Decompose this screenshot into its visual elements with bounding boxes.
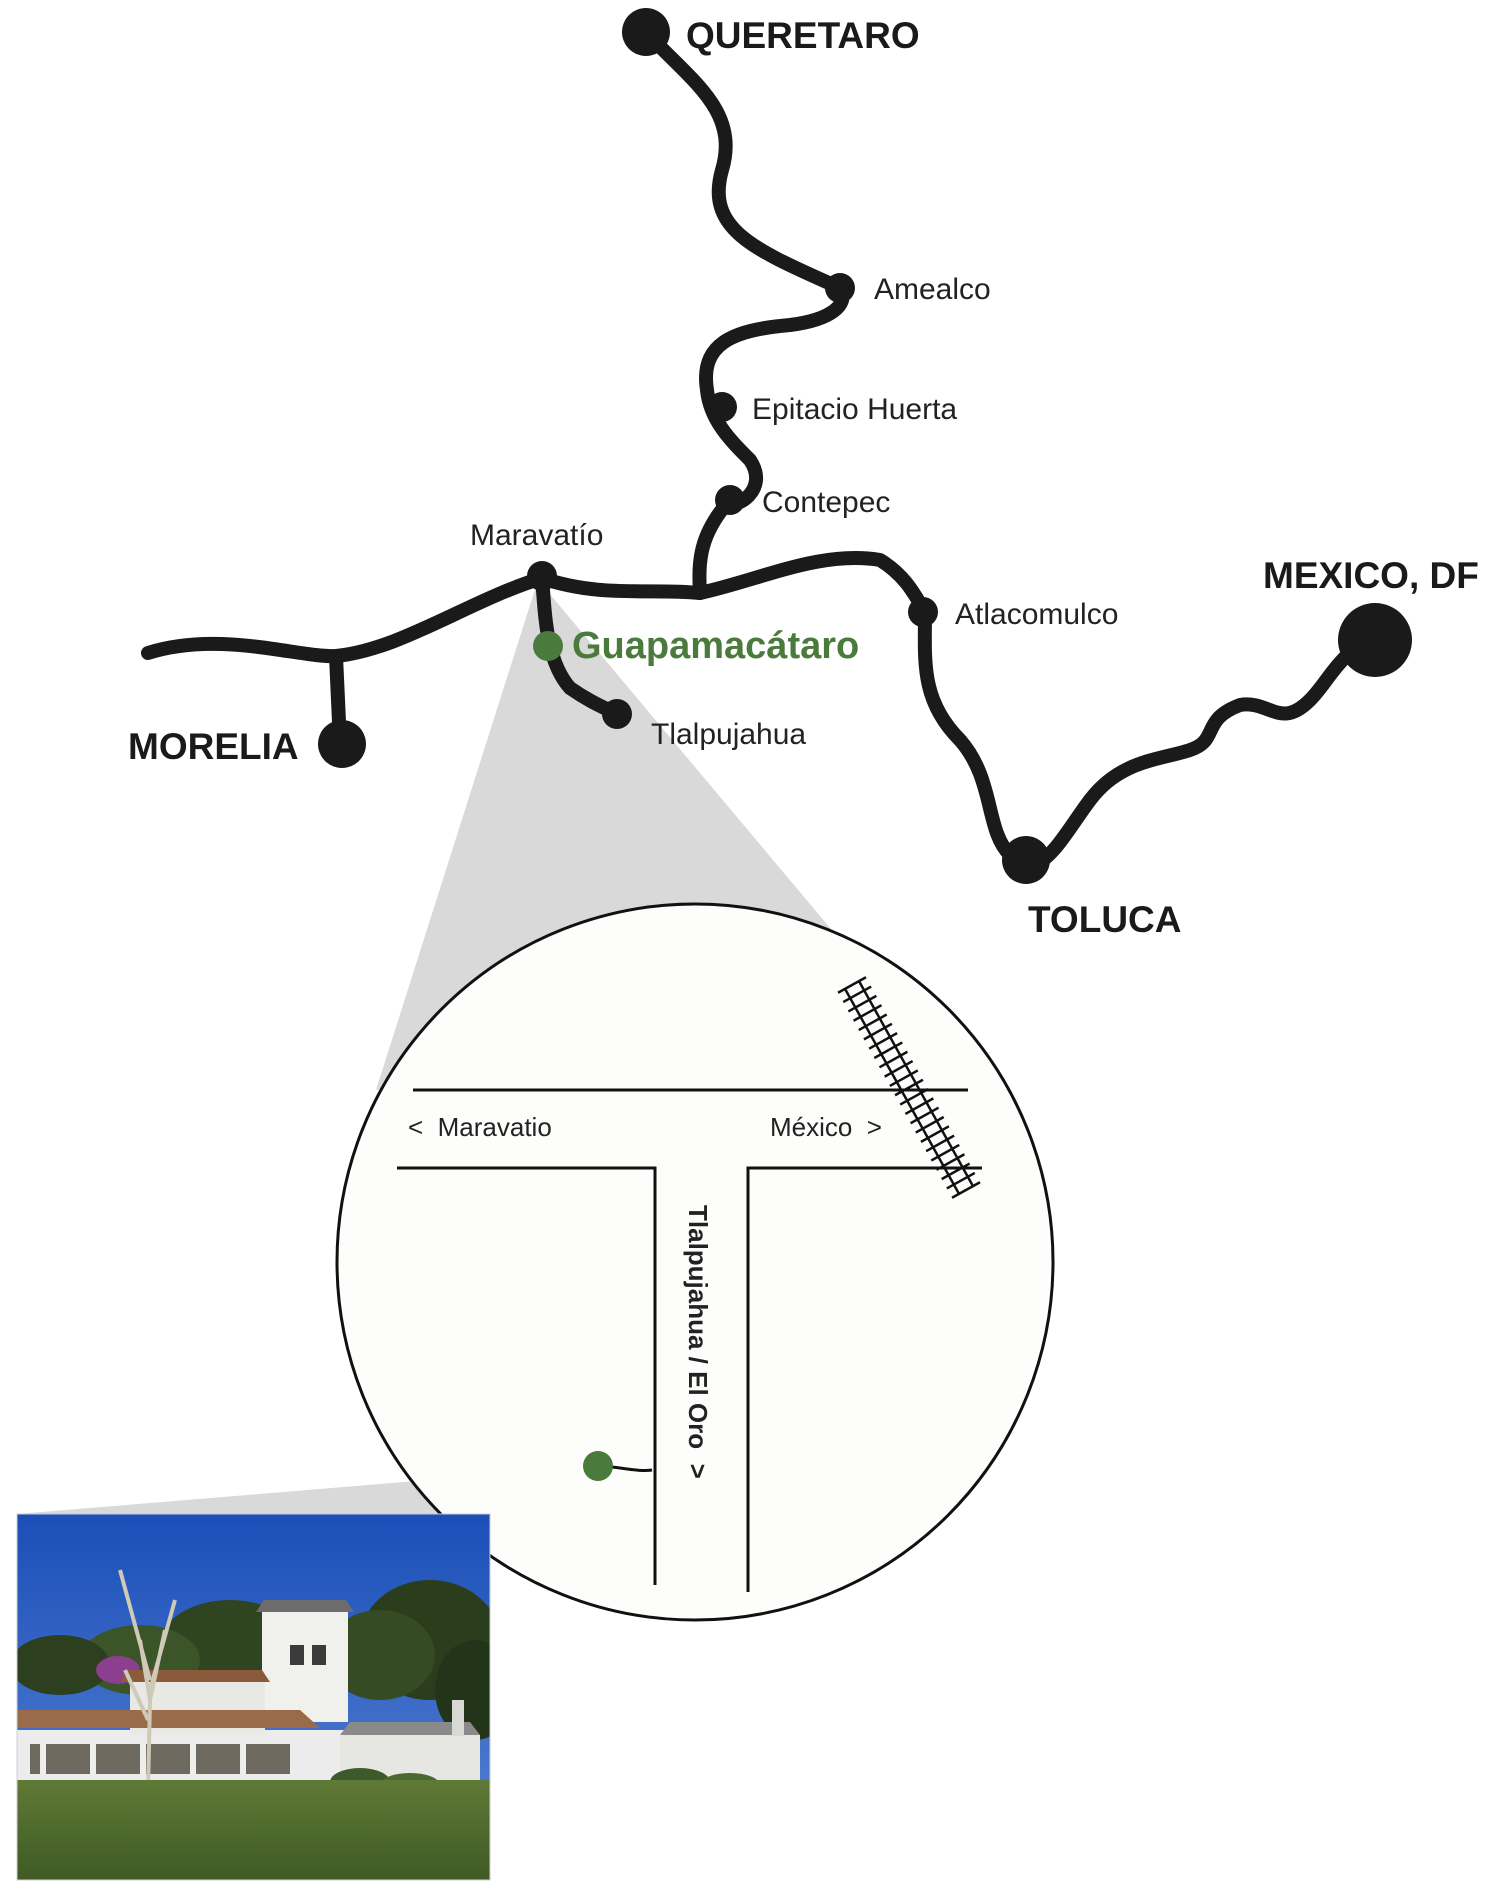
toluca-label: TOLUCA	[1028, 899, 1181, 940]
detail-inset-circle	[335, 902, 1055, 1622]
rail-tie	[935, 1153, 966, 1171]
atlacomulco-marker	[908, 597, 938, 627]
maravatio-marker	[527, 561, 557, 591]
rail-tie	[842, 985, 872, 1004]
rail-tie	[909, 1106, 940, 1125]
rail-tie	[847, 994, 877, 1013]
epitacio-huerta-marker	[707, 392, 737, 422]
mexico-df-marker	[1338, 603, 1412, 677]
rail-tie	[858, 1013, 888, 1032]
rail-tie	[946, 1171, 976, 1190]
rail-tie	[930, 1143, 960, 1162]
west-road-label: < Maravatio	[408, 1112, 552, 1142]
queretaro-marker	[622, 8, 670, 56]
rail-tie	[920, 1125, 950, 1143]
railroad-track	[837, 976, 981, 1199]
rail-tie	[951, 1181, 981, 1199]
road-tlalpujahua	[535, 571, 624, 721]
tlalpujahua-marker	[602, 699, 632, 729]
amealco-marker	[825, 273, 855, 303]
rail-tie	[837, 976, 867, 994]
epitacio-huerta-label: Epitacio Huerta	[752, 393, 957, 426]
rail-tie	[899, 1087, 929, 1106]
rail-tie	[852, 1004, 883, 1022]
rail-tie	[873, 1041, 903, 1060]
contepec-marker	[715, 485, 745, 515]
rail-tie	[863, 1022, 893, 1041]
south-road-label: Tlalpujahua / El Oro >	[683, 1205, 713, 1479]
rail-tie	[904, 1097, 934, 1116]
rail-tie	[889, 1069, 919, 1088]
maravatio-label: Maravatío	[470, 519, 603, 552]
guapamacataro-marker	[533, 631, 563, 661]
tlalpujahua-label: Tlalpujahua	[651, 718, 806, 751]
highway-morelia-atlacomulco	[141, 551, 932, 664]
rail-tie	[941, 1162, 971, 1181]
rail-tie	[878, 1050, 909, 1069]
atlacomulco-label: Atlacomulco	[955, 598, 1118, 631]
amealco-label: Amealco	[874, 273, 991, 306]
morelia-marker	[318, 720, 366, 768]
mexico-df-label: MEXICO, DF	[1263, 555, 1479, 596]
road-atlacomulco-toluca-mexico	[917, 605, 1382, 872]
guapamacataro-label: Guapamacátaro	[572, 625, 859, 667]
property-marker	[583, 1451, 613, 1481]
toluca-marker	[1002, 836, 1050, 884]
rail-tie	[884, 1059, 914, 1078]
rail-tie	[915, 1115, 945, 1134]
east-road-label: México >	[770, 1112, 882, 1142]
queretaro-label: QUERETARO	[686, 15, 920, 56]
house-photo	[17, 1514, 490, 1880]
contepec-label: Contepec	[762, 486, 890, 519]
rail-tie	[894, 1078, 924, 1097]
rail-tie	[868, 1032, 898, 1050]
rail-tie	[925, 1134, 955, 1153]
house-photo-frame	[16, 1513, 491, 1881]
morelia-label: MORELIA	[128, 726, 299, 767]
